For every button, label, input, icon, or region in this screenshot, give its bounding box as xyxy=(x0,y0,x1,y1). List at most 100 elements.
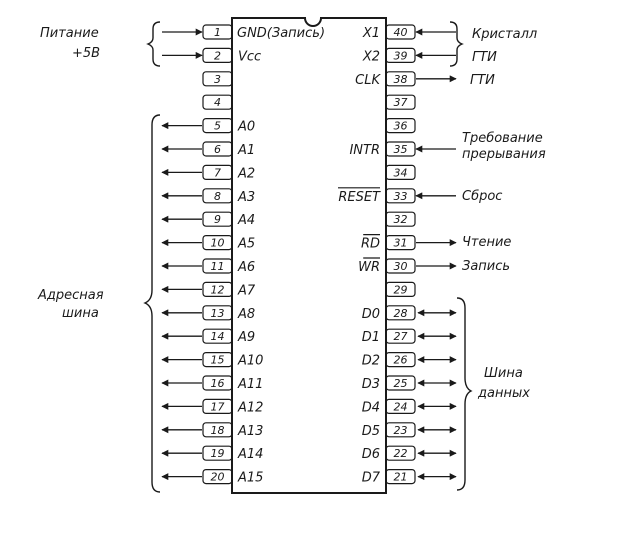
left-pin-box-11 xyxy=(202,258,233,274)
right-pin-box-36 xyxy=(385,117,416,134)
left-signal-a13: A13 xyxy=(237,424,263,439)
right-pin-37: 37 xyxy=(385,94,416,110)
right-pin-box-22 xyxy=(385,445,416,461)
right-pin-34: 34 xyxy=(385,164,416,180)
left-pin-box-7 xyxy=(202,164,233,180)
right-pin-box-39 xyxy=(385,47,416,64)
left-pin-box-2 xyxy=(202,47,233,64)
right-pin-32: 32 xyxy=(385,211,416,227)
left-pin-box-14 xyxy=(202,328,233,344)
left-signal-vcc: Vcc xyxy=(238,49,261,64)
left-pin-2: 2 Vcc xyxy=(162,47,261,64)
right-pin-39: 39 X2 xyxy=(362,47,456,64)
left-pin-box-13 xyxy=(202,305,233,321)
left-pin-number-17: 17 xyxy=(211,400,225,413)
right-pin-number-40: 40 xyxy=(394,26,408,39)
left-pin-box-12 xyxy=(202,281,233,297)
left-signal-a6: A6 xyxy=(237,260,255,275)
crystal-brace xyxy=(449,21,464,67)
right-pin-number-29: 29 xyxy=(394,283,408,296)
left-pin-number-7: 7 xyxy=(214,166,221,179)
left-pin-number-19: 19 xyxy=(211,447,225,460)
left-pin-15: 15 A10 xyxy=(161,352,263,369)
right-pin-number-34: 34 xyxy=(394,166,408,179)
left-pin-20: 20 A15 xyxy=(161,469,263,486)
left-pin-box-8 xyxy=(202,188,233,204)
right-pin-number-35: 35 xyxy=(394,143,408,156)
right-pin-22: 22 D6 xyxy=(362,445,457,462)
right-signal-d3: D3 xyxy=(362,377,380,392)
write-label: Запись xyxy=(462,259,510,274)
right-signal-rd: RD xyxy=(361,237,380,252)
right-signal-d2: D2 xyxy=(362,354,380,369)
address-bus-label-line2: шина xyxy=(62,306,99,321)
right-signal-x2: X2 xyxy=(362,49,380,64)
left-pin-number-9: 9 xyxy=(214,213,221,226)
right-pin-box-21 xyxy=(385,469,416,485)
right-pin-box-33 xyxy=(385,188,416,204)
left-pin-box-10 xyxy=(202,235,233,251)
left-pin-number-6: 6 xyxy=(214,143,221,156)
left-pin-11: 11 A6 xyxy=(161,258,255,275)
right-pin-number-22: 22 xyxy=(394,447,408,460)
left-pin-number-15: 15 xyxy=(211,354,225,367)
right-pin-box-25 xyxy=(385,375,416,391)
left-pin-number-8: 8 xyxy=(214,190,221,203)
right-pin-box-40 xyxy=(385,24,416,40)
left-pin-number-3: 3 xyxy=(214,73,221,86)
left-pin-number-20: 20 xyxy=(211,471,225,484)
right-pin-box-28 xyxy=(385,305,416,321)
left-pin-box-1 xyxy=(202,24,233,40)
left-pin-number-13: 13 xyxy=(211,307,225,320)
right-pin-number-24: 24 xyxy=(394,400,408,413)
right-pin-number-28: 28 xyxy=(394,307,408,320)
left-pin-box-15 xyxy=(202,352,233,368)
left-pin-number-2: 2 xyxy=(214,49,221,62)
left-pin-box-19 xyxy=(202,445,233,461)
right-pin-number-36: 36 xyxy=(394,120,408,133)
right-pin-number-32: 32 xyxy=(394,213,408,226)
intr-label-line1: Требование xyxy=(462,131,543,146)
right-pin-box-32 xyxy=(385,211,416,227)
right-signal-d1: D1 xyxy=(362,330,380,345)
left-pin-box-17 xyxy=(202,398,233,414)
right-pin-box-37 xyxy=(385,94,416,110)
left-pin-box-4 xyxy=(202,94,233,110)
left-pin-box-20 xyxy=(202,469,233,485)
right-signal-clk: CLK xyxy=(355,73,381,88)
left-pin-box-3 xyxy=(202,71,233,87)
right-pin-36: 36 xyxy=(385,117,416,134)
left-signal-a15: A15 xyxy=(237,471,263,486)
left-signal-a8: A8 xyxy=(237,307,255,322)
right-signal-d7: D7 xyxy=(362,471,381,486)
left-signal-a10: A10 xyxy=(237,354,263,369)
left-pin-number-11: 11 xyxy=(211,260,225,273)
right-pin-box-34 xyxy=(385,164,416,180)
left-pin-number-1: 1 xyxy=(214,26,221,39)
right-signal-d6: D6 xyxy=(362,447,380,462)
right-signal-x1: X1 xyxy=(362,26,380,41)
right-pin-number-39: 39 xyxy=(394,49,408,62)
right-pin-number-31: 31 xyxy=(394,237,408,250)
right-pin-number-26: 26 xyxy=(394,354,408,367)
right-pin-box-35 xyxy=(385,141,416,157)
left-pin-number-5: 5 xyxy=(214,120,221,133)
right-pin-box-29 xyxy=(385,281,416,297)
right-pin-box-24 xyxy=(385,398,416,414)
power-label-line1: Питание xyxy=(40,26,99,41)
